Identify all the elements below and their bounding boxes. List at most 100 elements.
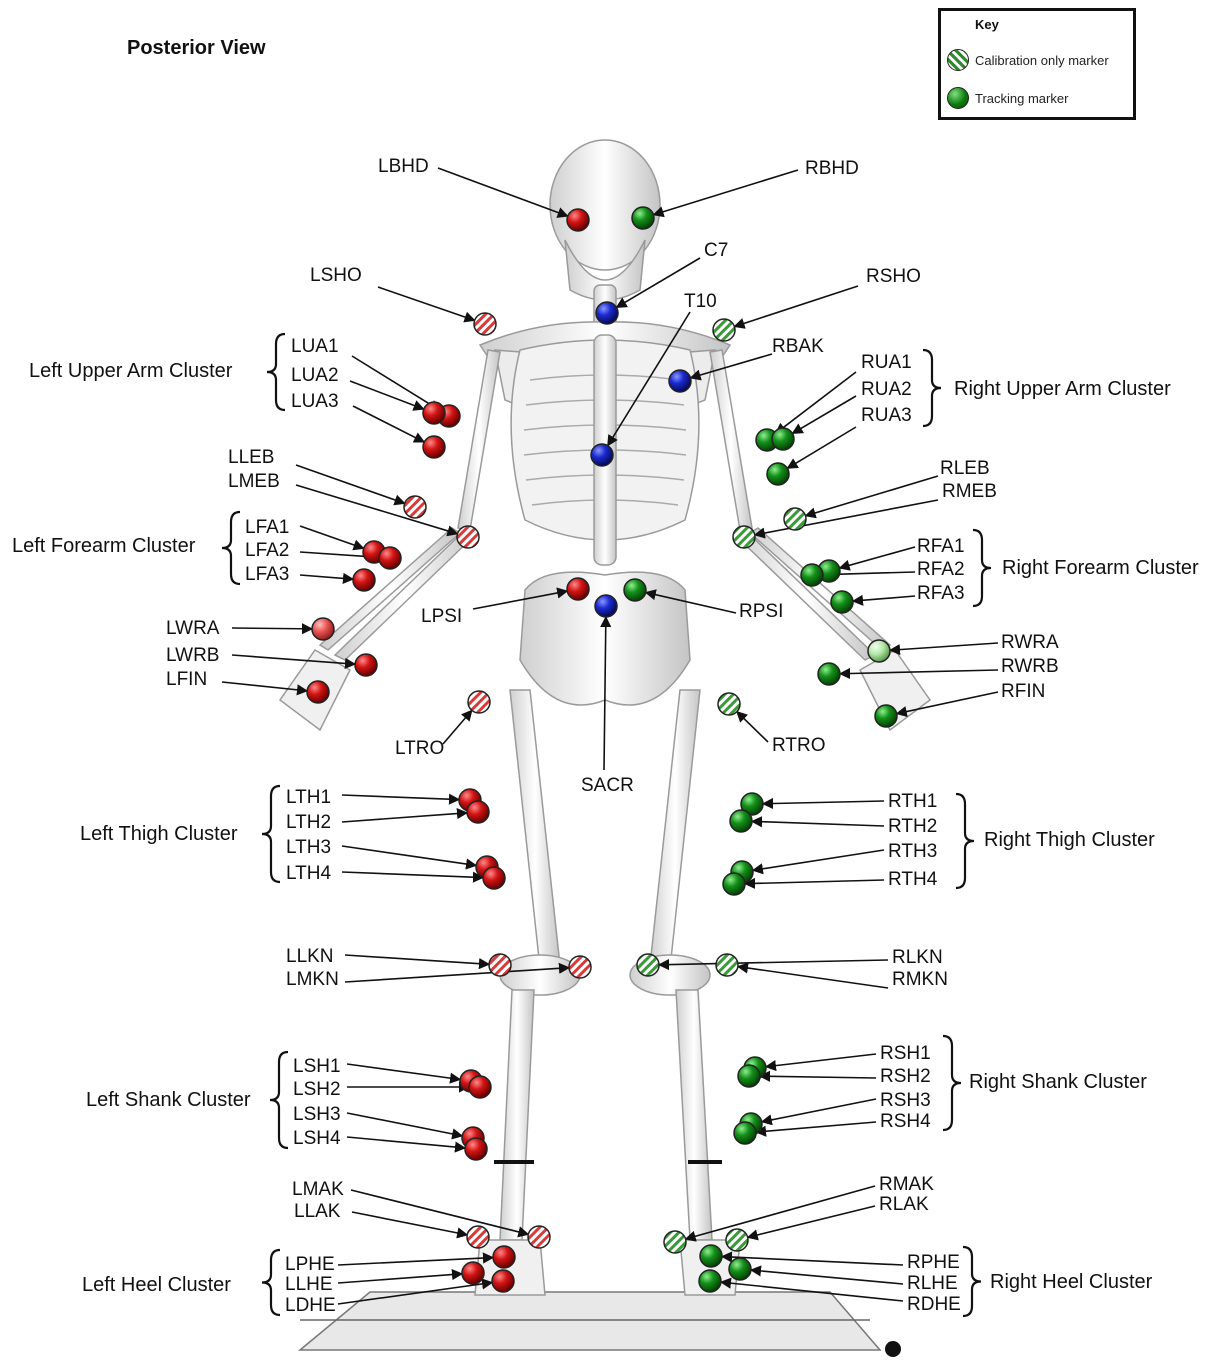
label-lua3: LUA3: [291, 391, 339, 412]
leader-lua2: [350, 381, 424, 409]
label-rsh4: RSH4: [880, 1111, 931, 1132]
label-rua1: RUA1: [861, 352, 912, 373]
marker-lbhd: [567, 209, 589, 231]
label-lth2: LTH2: [286, 812, 331, 833]
leader-rsh4: [756, 1122, 876, 1132]
label-lth1: LTH1: [286, 787, 331, 808]
marker-rlkn: [637, 954, 659, 976]
label-lfa2: LFA2: [245, 540, 289, 561]
brace-left-thigh: [262, 786, 280, 882]
label-lsh4: LSH4: [293, 1128, 341, 1149]
label-rlkn: RLKN: [892, 947, 943, 968]
leader-lth3: [342, 846, 476, 865]
leader-rfa1: [840, 547, 915, 568]
brace-right-upper-arm: [923, 350, 941, 426]
label-llkn: LLKN: [286, 946, 334, 967]
label-c7: C7: [704, 240, 728, 261]
brace-right-thigh: [956, 794, 974, 888]
leader-rsh3: [762, 1099, 876, 1122]
cluster-label-left-heel: Left Heel Cluster: [82, 1274, 231, 1296]
brace-left-upper-arm: [267, 334, 285, 410]
marker-rsho: [713, 319, 735, 341]
marker-rth2: [730, 810, 752, 832]
leader-lmeb: [296, 485, 457, 534]
leader-rwra: [890, 643, 998, 650]
leader-lua3: [353, 406, 424, 442]
leader-rsho: [734, 286, 858, 327]
marker-lfa3: [353, 569, 375, 591]
leader-rth2: [752, 821, 884, 826]
leader-rmeb: [755, 500, 938, 535]
label-rth3: RTH3: [888, 841, 937, 862]
label-llhe: LLHE: [285, 1274, 333, 1295]
label-rth4: RTH4: [888, 869, 938, 890]
cluster-label-right-thigh: Right Thigh Cluster: [984, 829, 1155, 851]
marker-lmeb: [457, 526, 479, 548]
leader-lbhd: [438, 168, 568, 216]
leader-rsh2: [760, 1076, 876, 1078]
marker-lwra: [312, 618, 334, 640]
leader-rbhd: [654, 170, 798, 215]
marker-rphe: [700, 1245, 722, 1267]
marker-lsh4: [465, 1138, 487, 1160]
label-lbhd: LBHD: [378, 156, 429, 177]
leader-llkn: [345, 955, 489, 964]
cluster-label-right-shank: Right Shank Cluster: [969, 1071, 1147, 1093]
cluster-label-left-upper-arm: Left Upper Arm Cluster: [29, 360, 233, 382]
marker-rua3: [767, 463, 789, 485]
marker-lwrb: [355, 654, 377, 676]
marker-lpsi: [567, 578, 589, 600]
marker-lphe: [493, 1246, 515, 1268]
leader-lth1: [342, 795, 459, 800]
marker-rua2: [772, 428, 794, 450]
label-lwra: LWRA: [166, 618, 220, 639]
label-lfin: LFIN: [166, 669, 207, 690]
marker-t10: [591, 444, 613, 466]
label-lmkn: LMKN: [286, 969, 339, 990]
marker-rfa3: [831, 591, 853, 613]
marker-rlhe: [729, 1258, 751, 1280]
marker-sacr: [595, 595, 617, 617]
label-ltro: LTRO: [395, 738, 444, 759]
marker-lmak: [528, 1226, 550, 1248]
label-rfin: RFIN: [1001, 681, 1045, 702]
leader-rua3: [787, 427, 856, 468]
leader-lwra: [232, 628, 312, 629]
label-rsh2: RSH2: [880, 1066, 931, 1087]
label-rsh3: RSH3: [880, 1090, 931, 1111]
force-plate: [300, 1292, 880, 1350]
leader-rtro: [737, 712, 768, 742]
label-rsho: RSHO: [866, 266, 921, 287]
label-lfa3: LFA3: [245, 564, 289, 585]
leader-lfa3: [300, 575, 353, 579]
marker-rlak: [726, 1229, 748, 1251]
marker-rfa2: [801, 564, 823, 586]
leader-rua2: [792, 396, 856, 433]
label-rth2: RTH2: [888, 816, 937, 837]
label-ldhe: LDHE: [285, 1295, 336, 1316]
leader-lfa1: [300, 526, 364, 548]
marker-lsh2: [469, 1076, 491, 1098]
marker-lleb: [404, 496, 426, 518]
marker-lth4: [483, 867, 505, 889]
label-rua3: RUA3: [861, 405, 912, 426]
leader-lsh3: [347, 1113, 462, 1136]
label-rbak: RBAK: [772, 336, 824, 357]
leader-rth1: [763, 801, 884, 804]
label-rfa3: RFA3: [917, 583, 965, 604]
label-rua2: RUA2: [861, 379, 912, 400]
marker-ltro: [468, 691, 490, 713]
leader-rlhe: [751, 1270, 903, 1284]
marker-rfin: [875, 705, 897, 727]
marker-llhe: [462, 1262, 484, 1284]
label-rdhe: RDHE: [907, 1294, 961, 1315]
leader-lsh4: [347, 1137, 465, 1148]
label-lwrb: LWRB: [166, 645, 219, 666]
marker-rtro: [718, 693, 740, 715]
label-lsh2: LSH2: [293, 1079, 341, 1100]
leader-rmkn: [738, 967, 888, 988]
leader-lsho: [378, 287, 475, 320]
label-rfa1: RFA1: [917, 536, 965, 557]
leader-rlak: [748, 1206, 875, 1237]
